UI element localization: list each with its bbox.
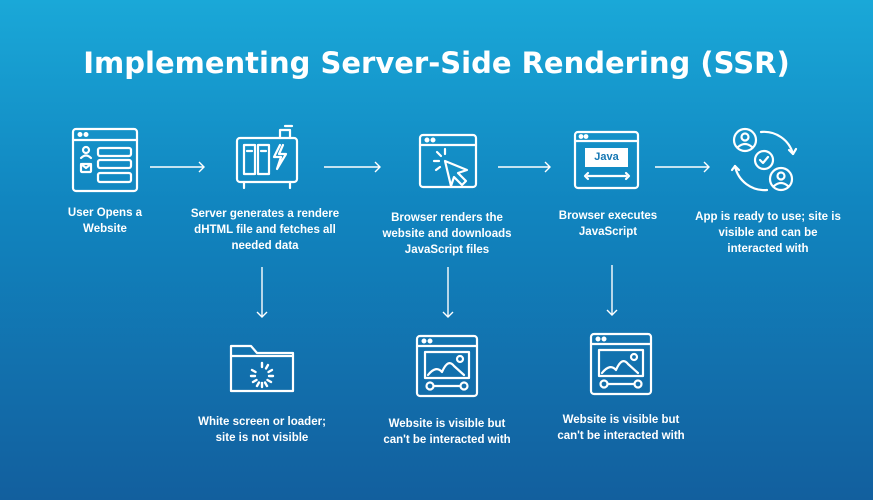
- arrow-right-icon: [150, 161, 206, 173]
- arrow-down-icon: [442, 267, 454, 319]
- browser-image-icon: [589, 332, 653, 396]
- arrow-down-icon: [256, 267, 268, 319]
- java-badge: Java: [594, 151, 619, 163]
- browser-cursor-icon: [418, 133, 479, 194]
- arrow-down-icon: [606, 265, 618, 317]
- arrow-right-icon: [655, 161, 711, 173]
- step-label-4: Browser executes JavaScript: [558, 210, 658, 238]
- server-icon: [234, 124, 300, 192]
- folder-loader-icon: [229, 343, 295, 393]
- arrow-right-icon: [498, 161, 552, 173]
- step-label-1: User Opens a Website: [67, 207, 143, 235]
- step-label-5: App is ready to use; site is visible and…: [695, 211, 841, 255]
- java-browser-icon: Java: [573, 130, 640, 191]
- arrow-right-icon: [324, 161, 382, 173]
- outcome-label-2: Website is visible but can't be interact…: [383, 418, 511, 446]
- page-title: Implementing Server-Side Rendering (SSR): [83, 46, 790, 80]
- step-label-2: Server generates a rendere dHTML file an…: [190, 208, 340, 252]
- users-check-icon: [730, 127, 799, 197]
- login-form-icon: [71, 127, 139, 193]
- outcome-label-1: White screen or loader; site is not visi…: [198, 416, 326, 444]
- step-label-3: Browser renders the website and download…: [382, 212, 512, 256]
- outcome-label-3: Website is visible but can't be interact…: [557, 414, 685, 442]
- browser-image-icon: [415, 334, 479, 398]
